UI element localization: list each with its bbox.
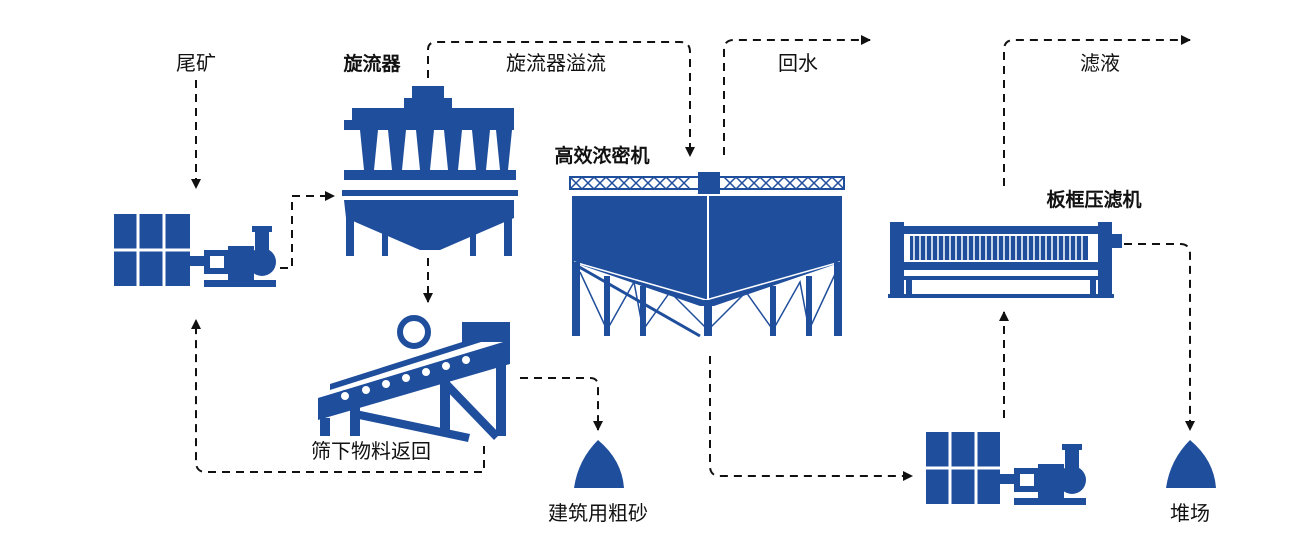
thickener-icon: [569, 172, 845, 338]
label-cyclone-overflow: 旋流器溢流: [506, 51, 606, 75]
material-pile-icon: [574, 440, 624, 488]
label-filtrate: 滤液: [1080, 51, 1120, 75]
flow-lines: [191, 35, 1195, 481]
hydrocyclone-icon: [342, 86, 518, 256]
material-pile-icon: [1166, 440, 1216, 488]
label-tailings: 尾矿: [176, 51, 216, 75]
flow-screen-to-sand: [520, 377, 603, 431]
label-filter-press: 板框压滤机: [1046, 188, 1141, 211]
flow-pump-to-cyclone: [280, 191, 335, 269]
flow-undersize-return: [191, 319, 485, 473]
tank-pump-icon: [114, 214, 276, 287]
label-coarse-sand: 建筑用粗砂: [548, 501, 648, 525]
flow-filter-press-to-stockpile: [1124, 243, 1195, 431]
label-hydrocyclone: 旋流器: [342, 52, 401, 75]
filter-press-icon: [888, 222, 1122, 298]
label-undersize-return: 筛下物料返回: [311, 439, 431, 463]
tank-pump-icon: [926, 432, 1086, 505]
flow-filtrate: [1003, 35, 1191, 186]
flow-return-water: [723, 35, 871, 155]
label-thickener: 高效浓密机: [554, 144, 649, 167]
label-return-water: 回水: [778, 51, 818, 75]
label-stockpile: 堆场: [1170, 501, 1210, 525]
vibrating-screen-icon: [318, 315, 510, 442]
flow-cyclone-overflow: [427, 41, 695, 157]
flow-thickener-to-tank: [709, 356, 913, 481]
